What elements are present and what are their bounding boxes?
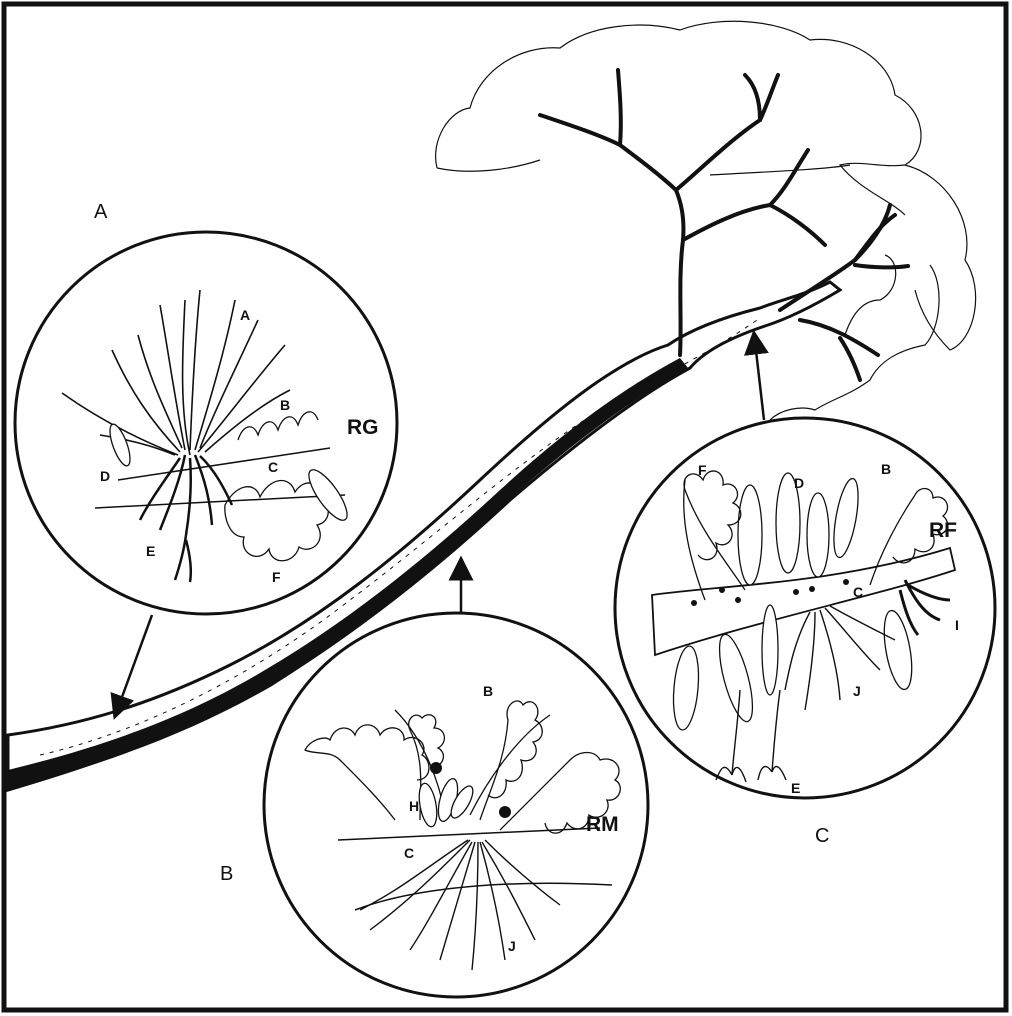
inset-b: B C H J RM [264, 613, 648, 997]
inset-c-label-e: E [791, 780, 800, 796]
canopy-lower-outline [770, 255, 939, 420]
inset-a-circle [15, 232, 397, 614]
panel-letter-c: C [815, 825, 829, 847]
inset-a-label-e: E [146, 543, 155, 559]
inset-c: F D B C I J E RF [615, 418, 995, 798]
inset-b-code: RM [586, 813, 619, 836]
inset-a-label-a: A [240, 307, 250, 323]
canopy-outline [436, 21, 976, 350]
inset-a: A B C D E F RG [15, 232, 397, 614]
inset-c-label-i: I [955, 617, 959, 633]
inset-a-label-c: C [268, 459, 278, 475]
inset-c-label-d: D [794, 475, 804, 491]
inset-c-label-j: J [853, 683, 861, 699]
inset-c-label-c: C [853, 584, 863, 600]
inset-a-label-f: F [272, 569, 281, 585]
inset-a-label-b: B [280, 397, 290, 413]
inset-c-label-b: B [881, 461, 891, 477]
inset-b-label-j: J [508, 938, 516, 954]
inset-b-label-b: B [483, 683, 493, 699]
arrow-a [118, 615, 152, 708]
inset-a-label-d: D [100, 468, 110, 484]
panel-letter-b: B [220, 863, 233, 885]
inset-c-label-f: F [698, 462, 707, 478]
panel-letter-a: A [94, 201, 108, 223]
inset-c-code: RF [929, 519, 957, 542]
inset-b-label-c: C [404, 845, 414, 861]
inset-b-label-h: H [409, 798, 419, 814]
inset-a-code: RG [347, 416, 379, 439]
arrow-c [755, 342, 764, 420]
